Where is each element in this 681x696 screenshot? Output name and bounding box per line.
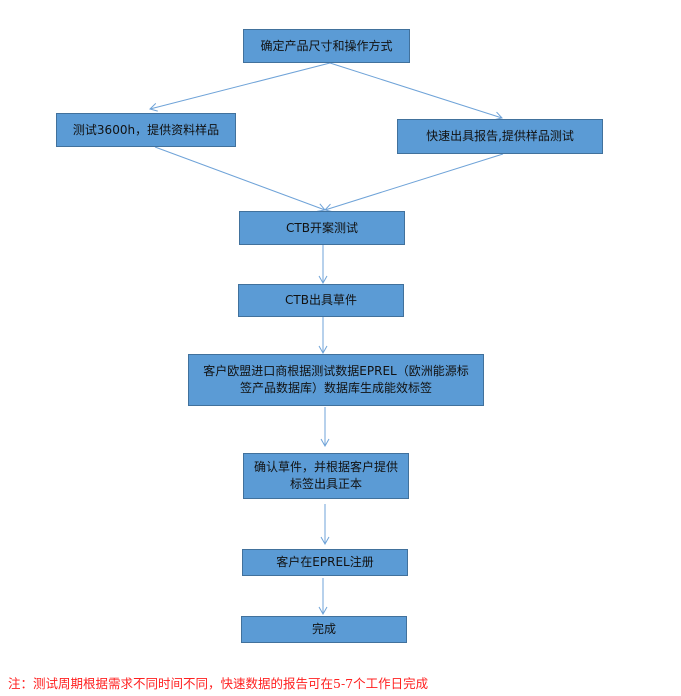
step-quick-report: 快速出具报告,提供样品测试 [397,119,603,154]
footnote: 注：测试周期根据需求不同时间不同，快速数据的报告可在5-7个工作日完成 [8,676,429,691]
step-eprel-label: 客户欧盟进口商根据测试数据EPREL（欧洲能源标签产品数据库）数据库生成能效标签 [188,354,484,406]
step-confirm-draft: 确认草件，并根据客户提供标签出具正本 [243,453,409,499]
step-test-3600h: 测试3600h，提供资料样品 [56,113,236,147]
step-ctb-open-case: CTB开案测试 [239,211,405,245]
arrow-s1-s2a [149,62,331,112]
step-complete: 完成 [241,616,407,643]
arrow-s2b-s3 [324,153,504,213]
step-ctb-draft: CTB出具草件 [238,284,404,317]
step-eprel-register: 客户在EPREL注册 [242,549,408,576]
arrow-s1-s2b [329,62,503,121]
step-determine-size: 确定产品尺寸和操作方式 [243,29,410,63]
arrow-s2a-s3 [154,146,326,212]
